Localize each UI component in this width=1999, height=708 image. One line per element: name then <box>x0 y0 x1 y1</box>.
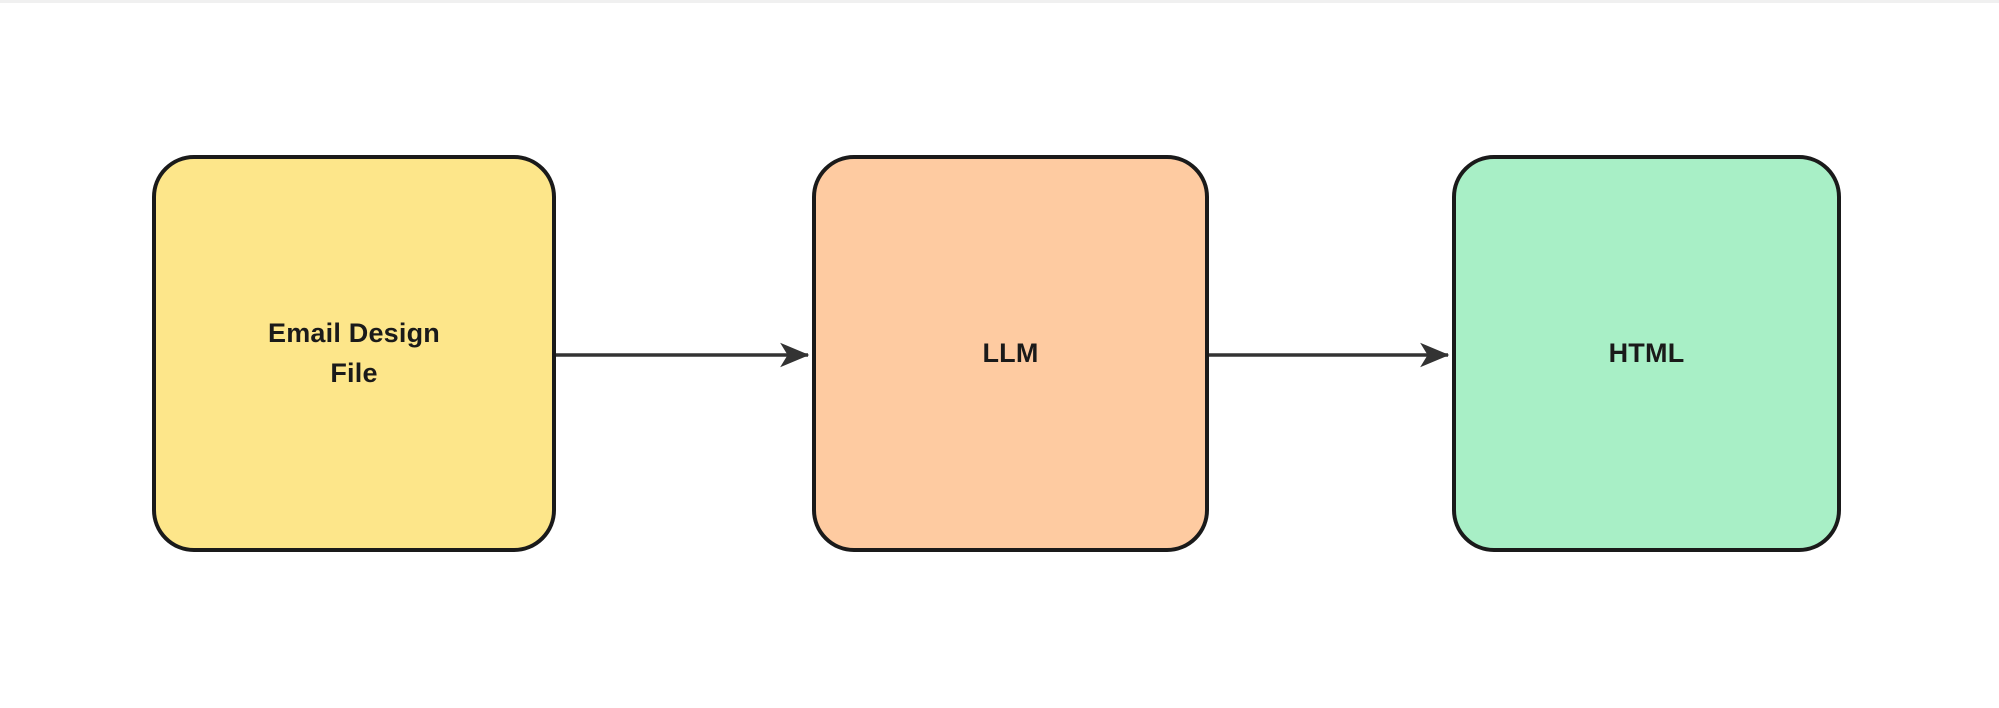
node-llm[interactable]: LLM <box>812 155 1209 552</box>
node-html[interactable]: HTML <box>1452 155 1841 552</box>
node-email-design-file[interactable]: Email Design File <box>152 155 556 552</box>
node-email-design-file-label: Email Design File <box>268 318 440 388</box>
node-html-label: HTML <box>1608 337 1685 368</box>
node-llm-label: LLM <box>982 337 1039 368</box>
